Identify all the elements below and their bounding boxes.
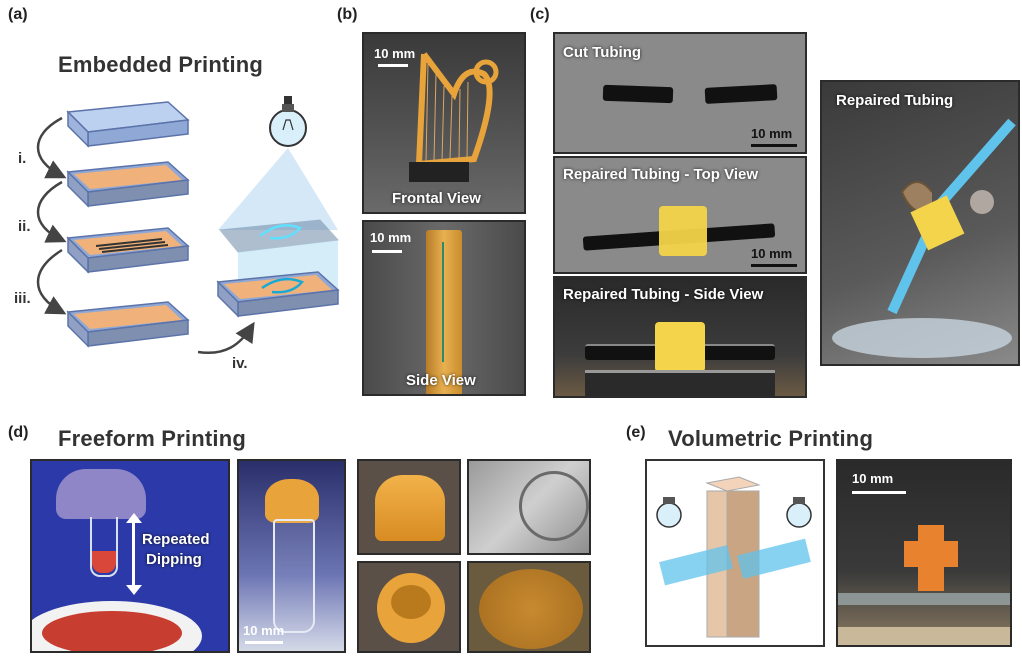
frontal-scale-text: 10 mm bbox=[374, 46, 416, 61]
dip-vial-liquid bbox=[92, 551, 116, 573]
frontal-view-caption: Frontal View bbox=[392, 190, 481, 207]
repaired-top-photo: Repaired Tubing - Top View 10 mm bbox=[553, 156, 807, 274]
repaired-side-caption: Repaired Tubing - Side View bbox=[563, 286, 764, 303]
cap-top-hole bbox=[391, 585, 431, 619]
cap-side-gel bbox=[375, 475, 445, 541]
resin-liquid bbox=[42, 611, 182, 651]
cut-scale-text: 10 mm bbox=[751, 126, 793, 141]
harp-frontal-photo: 10 mm Frontal View bbox=[362, 32, 526, 214]
printed-cap-top-photo bbox=[357, 561, 461, 653]
dip-arrow-top bbox=[126, 513, 142, 523]
panel-a-title: Embedded Printing bbox=[58, 52, 264, 77]
printed-disc-photo bbox=[467, 561, 591, 653]
harp-side-photo: 10 mm Side View bbox=[362, 220, 526, 396]
mold-ring bbox=[519, 471, 589, 541]
side-scale-text: 10 mm bbox=[370, 230, 412, 245]
embedded-printing-diagram bbox=[36, 96, 340, 355]
cross-print-horizontal bbox=[904, 541, 958, 567]
volumetric-diagram bbox=[645, 459, 825, 647]
panel-e-label: (e) bbox=[626, 424, 646, 441]
step-iii-label: iii. bbox=[14, 290, 31, 307]
vial-body bbox=[273, 519, 315, 633]
dip-arrow-bottom bbox=[126, 585, 142, 595]
tube-piece-right bbox=[704, 84, 778, 104]
side-filament bbox=[442, 242, 444, 362]
tray-final bbox=[66, 301, 190, 348]
bulb-right-icon bbox=[786, 497, 812, 528]
step-ii-label: ii. bbox=[18, 218, 31, 235]
vial-photo: 10 mm bbox=[237, 459, 346, 653]
top-scale-text: 10 mm bbox=[751, 246, 793, 261]
dip-vial bbox=[90, 517, 118, 577]
tray-gel bbox=[66, 161, 190, 208]
mold-impression-photo bbox=[467, 459, 591, 555]
panel-c-label: (c) bbox=[530, 6, 550, 23]
panel-a-label: (a) bbox=[8, 6, 28, 23]
step-i-label: i. bbox=[18, 150, 27, 167]
dip-label-line2: Dipping bbox=[146, 551, 202, 568]
volumetric-scale-bar bbox=[852, 491, 906, 494]
repaired-top-caption: Repaired Tubing - Top View bbox=[563, 166, 759, 183]
panel-e-title: Volumetric Printing bbox=[668, 426, 874, 451]
volumetric-scale-text: 10 mm bbox=[852, 471, 894, 486]
volumetric-print-photo: 10 mm bbox=[836, 459, 1012, 647]
vial-cap-gel bbox=[265, 479, 319, 523]
repaired-tubing-photo: Repaired Tubing bbox=[820, 80, 1020, 366]
dip-label-line1: Repeated bbox=[142, 531, 210, 548]
light-bulb-icon bbox=[269, 96, 307, 147]
side-view-caption: Side View bbox=[406, 372, 476, 389]
cut-tubing-photo: Cut Tubing 10 mm bbox=[553, 32, 807, 154]
harp-shape bbox=[409, 52, 499, 182]
repaired-side-photo: Repaired Tubing - Side View bbox=[553, 276, 807, 398]
tray-empty bbox=[66, 101, 190, 148]
glass-slide bbox=[838, 593, 1010, 605]
panel-b-label: (b) bbox=[337, 6, 358, 23]
vial-scale-bar bbox=[245, 641, 283, 644]
printed-cap-side-photo bbox=[357, 459, 461, 555]
cut-tubing-caption: Cut Tubing bbox=[563, 44, 642, 61]
repaired-side-sleeve bbox=[655, 322, 705, 372]
volumetric-illustration bbox=[656, 476, 812, 638]
vial-scale-text: 10 mm bbox=[243, 623, 285, 638]
glove bbox=[56, 469, 146, 519]
panel-d-label: (d) bbox=[8, 424, 29, 441]
side-scale-bar bbox=[372, 250, 402, 253]
repaired-tubing-illustration bbox=[832, 118, 1016, 358]
frontal-scale-bar bbox=[378, 64, 408, 67]
side-gel-strip bbox=[426, 230, 462, 394]
tray-printed bbox=[66, 227, 190, 274]
repaired-side-stand bbox=[585, 370, 775, 396]
dipping-photo: Repeated Dipping bbox=[30, 459, 230, 653]
dip-arrow bbox=[132, 517, 135, 587]
cut-scale-bar bbox=[751, 144, 797, 147]
panel-d-title: Freeform Printing bbox=[58, 426, 246, 451]
step-iv-label: iv. bbox=[232, 355, 248, 372]
repaired-tubing-caption: Repaired Tubing bbox=[836, 92, 954, 109]
bulb-left-icon bbox=[656, 497, 682, 528]
repaired-top-sleeve bbox=[659, 206, 707, 256]
tube-piece-left bbox=[602, 84, 674, 104]
top-scale-bar bbox=[751, 264, 797, 267]
stage-base bbox=[838, 627, 1010, 645]
disc-gel bbox=[479, 569, 583, 649]
